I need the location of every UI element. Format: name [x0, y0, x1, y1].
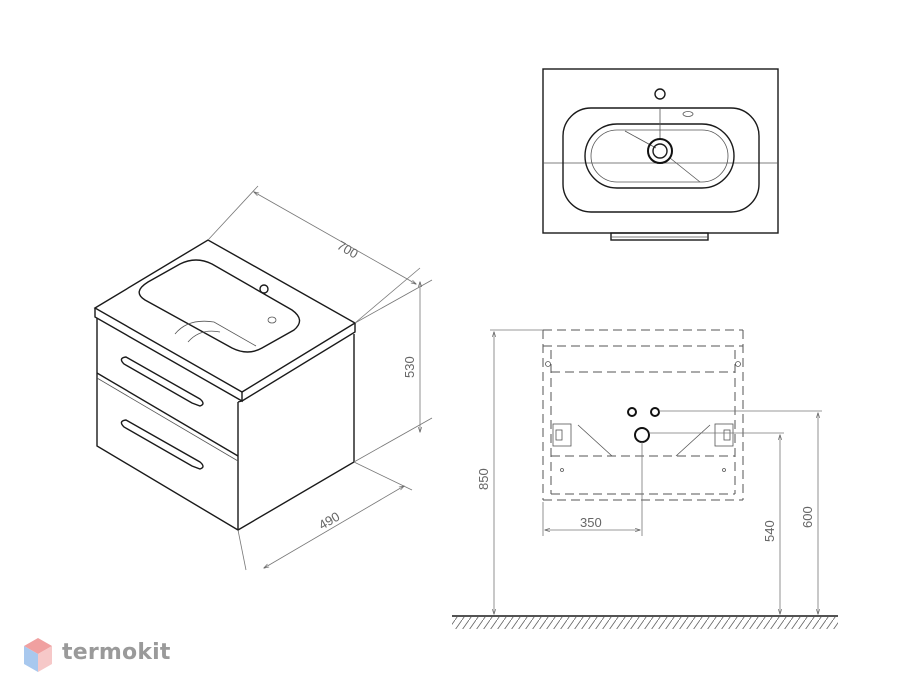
overflow-hole: [267, 316, 277, 324]
cube-logo-icon: [24, 638, 52, 672]
plinth-plan: [610, 232, 709, 241]
cabinet-front: [96, 318, 239, 532]
dim-width: [207, 185, 421, 324]
label-total-height: 850: [476, 468, 491, 490]
top-view: [542, 68, 779, 241]
dim-depth: [237, 461, 413, 571]
cabinet-side: [237, 334, 355, 531]
front-view: [452, 329, 838, 629]
label-depth: 490: [316, 509, 342, 533]
dim-total-height: [490, 329, 543, 614]
brand-name: termokit: [62, 640, 171, 665]
dim-drain-height: [649, 432, 784, 614]
overflow-plan: [682, 111, 694, 117]
floor-hatch: [452, 617, 838, 629]
drain-front: [634, 427, 650, 443]
dim-supply-height: [659, 410, 822, 614]
dim-height: [353, 279, 433, 463]
basin-outline: [138, 259, 301, 353]
basin-plan-inner: [584, 123, 735, 189]
countertop-edge: [94, 308, 243, 403]
label-supply-height: 600: [800, 506, 815, 528]
dim-drain-offset: [542, 442, 643, 536]
supply-left: [627, 407, 637, 417]
basin-bowl: [174, 320, 257, 347]
cabinet-back-edge: [237, 400, 243, 403]
drawer-handle-bottom: [120, 419, 204, 470]
drain-plan: [647, 138, 673, 164]
supply-right: [650, 407, 660, 417]
tap-hole: [259, 284, 269, 294]
basin-plan-outer: [562, 107, 760, 213]
hanger-right: [714, 423, 734, 447]
label-width: 700: [335, 238, 361, 262]
drawer-split: [96, 372, 239, 457]
tap-hole-plan: [654, 88, 666, 100]
drawer-handle-top: [120, 356, 204, 407]
label-height: 530: [402, 356, 417, 378]
hanger-left: [552, 423, 572, 447]
isometric-view: [93, 239, 357, 532]
label-drain-height: 540: [762, 520, 777, 542]
label-drain-offset: 350: [580, 515, 602, 530]
